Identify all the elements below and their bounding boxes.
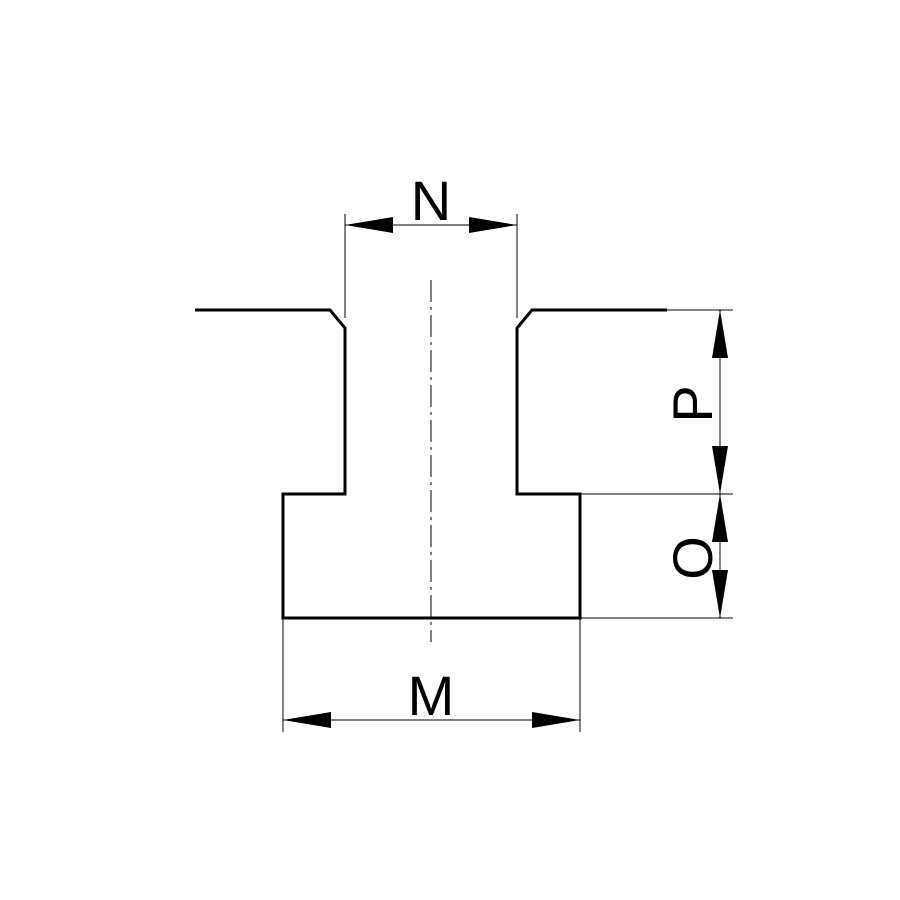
arrow-n-right: [469, 217, 517, 233]
label-p: P: [661, 385, 724, 422]
arrow-p-bottom: [712, 446, 728, 494]
label-m: M: [408, 664, 455, 727]
label-n: N: [411, 169, 451, 232]
arrow-o-bottom: [712, 570, 728, 618]
arrow-o-top: [712, 494, 728, 542]
label-o: O: [661, 536, 724, 580]
arrow-n-left: [345, 217, 393, 233]
arrow-p-top: [712, 310, 728, 358]
dimension-m: M: [282, 618, 581, 732]
dimension-p: P: [580, 309, 733, 495]
arrow-m-left: [283, 712, 331, 728]
slot-profile-outline: [195, 308, 667, 620]
arrow-m-right: [532, 712, 580, 728]
dimension-o: O: [580, 494, 733, 619]
dimension-n: N: [344, 169, 518, 318]
